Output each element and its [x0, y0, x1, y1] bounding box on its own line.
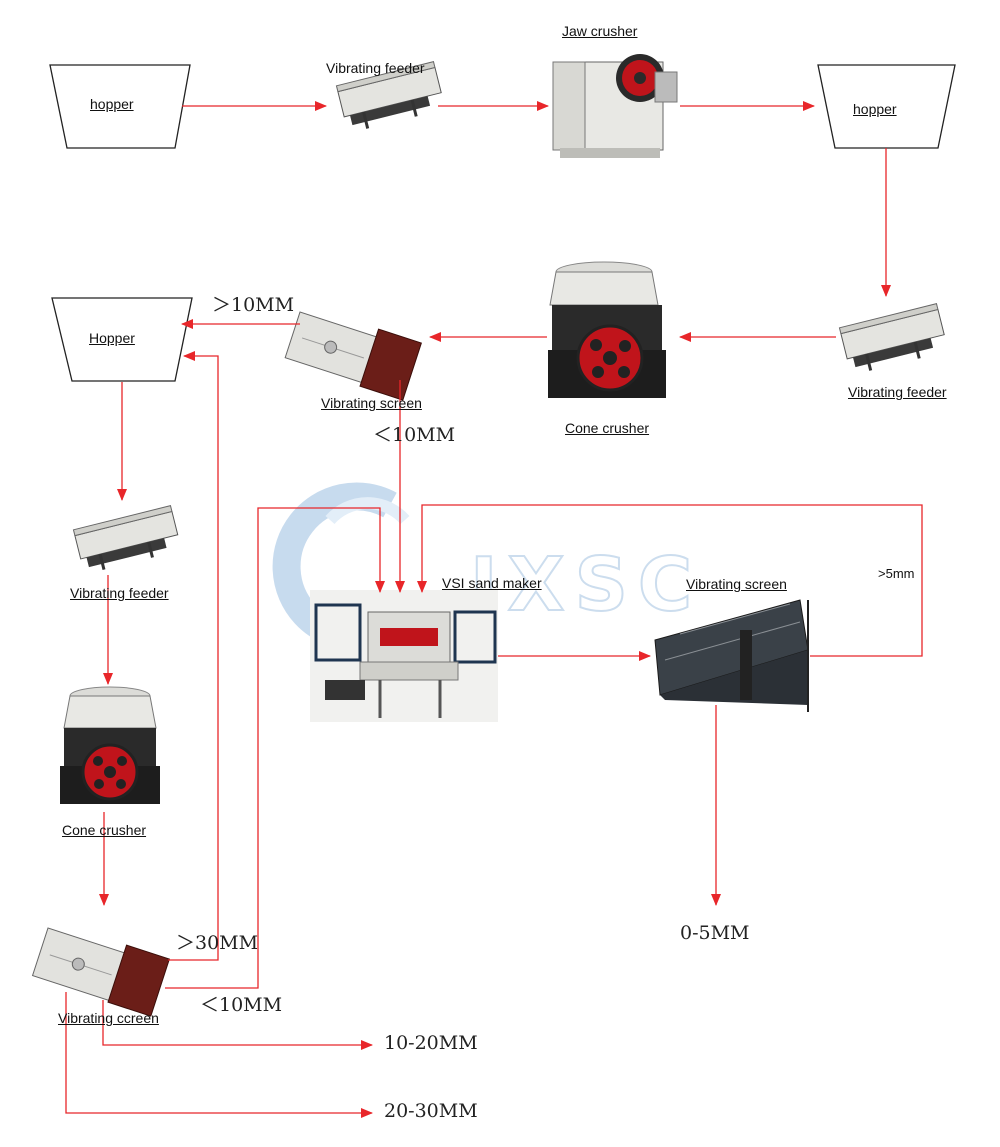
label-vibrating-feeder-2: Vibrating feeder [848, 384, 947, 400]
arrow-screen2-10-20 [102, 1000, 373, 1050]
size-product-10-20: 10-20MM [384, 1032, 478, 1054]
label-vsi-sand-maker: VSI sand maker [442, 575, 542, 591]
vibrating-feeder-3-icon [72, 505, 179, 570]
size-product-0-5: 0-5MM [680, 922, 750, 944]
vibrating-screen-3-icon [654, 599, 809, 712]
vibrating-screen-1-icon [284, 311, 422, 401]
size-screen2-over: ＞30MM [176, 932, 259, 954]
hopper-2-shape [817, 64, 956, 149]
label-vibrating-feeder-3: Vibrating feeder [70, 585, 169, 601]
cone-crusher-2-icon [60, 686, 160, 804]
label-hopper-1: hopper [90, 96, 134, 112]
flow-arrows [65, 101, 923, 1118]
arrow-screen2-hopper3 [168, 351, 219, 961]
label-vibrating-feeder-1: Vibrating feeder [326, 60, 425, 76]
size-product-20-30: 20-30MM [384, 1100, 478, 1122]
vsi-sand-maker-icon [310, 590, 498, 722]
vibrating-feeder-2-icon [838, 303, 945, 371]
hopper-1-shape [49, 64, 191, 149]
size-screen3-over: >5mm [878, 566, 915, 581]
arrow-screen3-recycle [417, 504, 923, 657]
size-screen2-under: ＜10MM [200, 994, 283, 1016]
label-vibrating-screen-1: Vibrating screen [321, 395, 422, 411]
label-cone-crusher-2: Cone crusher [62, 822, 147, 838]
hopper-3-shape [51, 297, 193, 382]
label-hopper-3: Hopper [89, 330, 135, 346]
arrow-screen2-vsi [165, 507, 385, 989]
jaw-crusher-icon [552, 54, 678, 158]
size-screen1-under: ＜10MM [373, 424, 456, 446]
arrow-screen2-20-30 [65, 992, 373, 1118]
label-hopper-2: hopper [853, 101, 897, 117]
label-jaw-crusher: Jaw crusher [562, 23, 638, 39]
cone-crusher-1-icon [548, 261, 666, 398]
vibrating-feeder-1-icon [335, 61, 442, 129]
label-vibrating-screen-2: Vibrating ccreen [58, 1010, 159, 1026]
watermark-text: JXSC [465, 542, 702, 628]
size-screen1-over: ＞10MM [212, 294, 295, 316]
label-vibrating-screen-3: Vibrating screen [686, 576, 787, 592]
vibrating-screen-2-icon [31, 927, 170, 1017]
label-cone-crusher-1: Cone crusher [565, 420, 650, 436]
